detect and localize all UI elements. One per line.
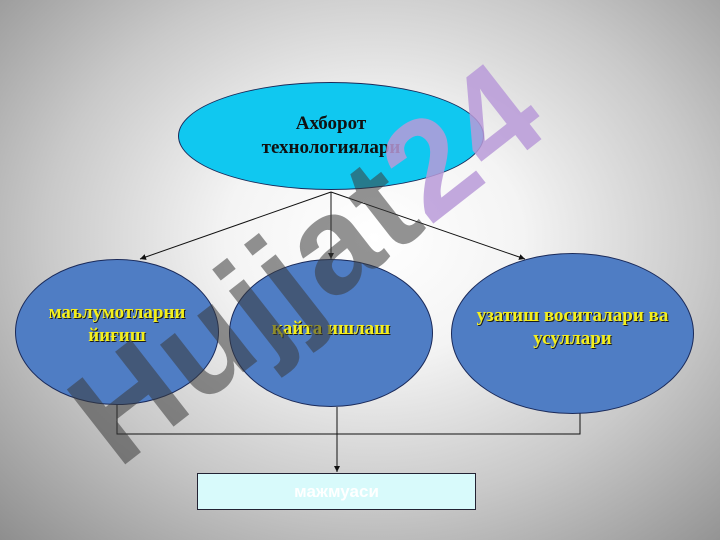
root-node: Ахборот технологиялари — [178, 82, 484, 190]
node-collect-data: маълумотларни йиғиш — [15, 259, 219, 405]
node-transmission: узатиш воситалари ва усуллари — [451, 253, 694, 414]
node-collect-data-label: маълумотларни йиғиш — [48, 302, 186, 346]
result-label: мажмуаси — [294, 481, 379, 501]
node-transmission-label: узатиш воситалари ва усуллари — [476, 304, 669, 349]
root-label: Ахборот технологиялари — [261, 113, 401, 158]
bracket-line — [116, 395, 581, 435]
result-box: мажмуаси — [197, 473, 476, 510]
node-processing-label: қайта ишлаш — [271, 317, 391, 339]
node-processing: қайта ишлаш — [229, 259, 433, 407]
arrow-to-node-a — [139, 191, 332, 260]
arrow-to-node-c — [330, 191, 526, 260]
